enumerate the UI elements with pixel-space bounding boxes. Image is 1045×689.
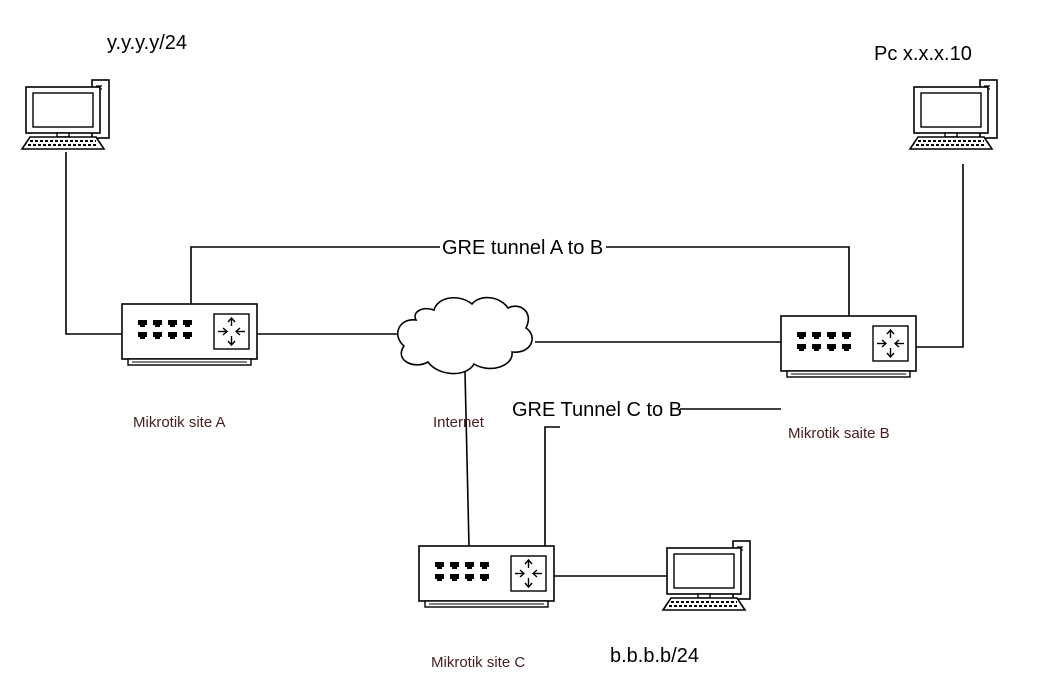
pc-c-subnet-label: b.b.b.b/24 — [610, 645, 699, 667]
router-switch-icon — [419, 546, 554, 607]
desktop-computer-icon — [909, 79, 998, 150]
router-b-label: Mikrotik saite B — [788, 425, 890, 442]
desktop-computer-icon — [662, 540, 751, 611]
cloud-icon — [396, 296, 533, 375]
link-internet-to-router-c — [464, 371, 470, 547]
tunnel-cb-label: GRE Tunnel C to B — [512, 399, 682, 421]
router-c-label: Mikrotik site C — [431, 654, 525, 671]
tunnel-ab-line — [190, 246, 440, 304]
router-switch-icon — [781, 316, 916, 377]
tunnel-ab-label: GRE tunnel A to B — [442, 237, 603, 259]
tunnel-ab-line-right — [606, 246, 850, 316]
tunnel-cb-line — [544, 426, 560, 546]
pc-b-address-label: Pc x.x.x.10 — [874, 43, 972, 65]
router-switch-icon — [122, 304, 257, 365]
links — [65, 152, 964, 577]
desktop-computer-icon — [21, 79, 110, 150]
router-a-label: Mikrotik site A — [133, 414, 226, 431]
link-router-b-to-pc-b — [916, 164, 964, 348]
internet-label: Internet — [433, 414, 485, 431]
pc-a-subnet-label: y.y.y.y/24 — [107, 32, 187, 54]
link-pc-a-to-router-a — [65, 152, 122, 335]
